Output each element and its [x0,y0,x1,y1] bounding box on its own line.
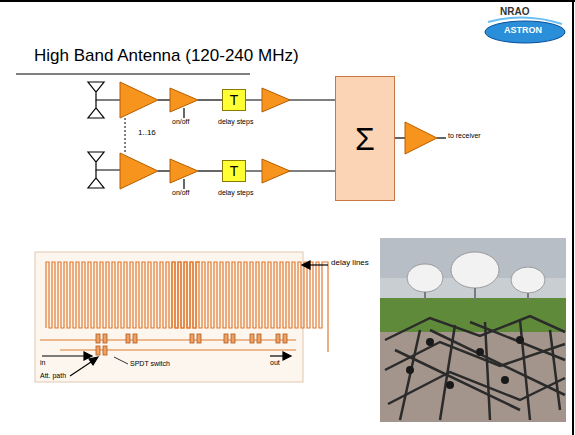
annotation-label: Att. path [40,372,66,380]
signal-wire [158,100,446,189]
title-rule [16,74,250,75]
logo-text: NRAO [500,6,529,17]
station-photo [380,238,566,422]
annotation-label: on/off [172,118,189,126]
annotation-label: on/off [172,189,189,197]
antenna-symbol [88,82,120,188]
dashed-repeat-line [125,118,126,152]
annotation-label: out [270,359,280,367]
delay-box: T [222,89,246,111]
node-text: T [230,93,239,107]
frame-line [0,0,575,2]
annotation-label: 1..16 [138,129,156,138]
logo-oval [485,21,565,43]
switch-pads [96,334,287,355]
logo-arc [488,17,562,24]
node-text: Σ [355,123,375,155]
annotation-label: SPDT switch [130,360,170,368]
frame-line [572,0,574,435]
slide-title: High Band Antenna (120-240 MHz) [34,46,299,66]
summer-box: Σ [335,76,395,201]
annotation-label: in [40,359,45,367]
annotation-label: delay lines [331,259,369,268]
node-text: T [230,164,239,178]
delay-line-meander [40,262,328,352]
annotation-label: delay steps [218,118,253,126]
logo-text: ASTRON [504,26,542,36]
annotation-label: to receiver [448,132,481,140]
leader-arrow [42,261,328,376]
delay-box: T [222,160,246,182]
annotation-label: delay steps [218,189,253,197]
pcb-board [35,252,303,382]
